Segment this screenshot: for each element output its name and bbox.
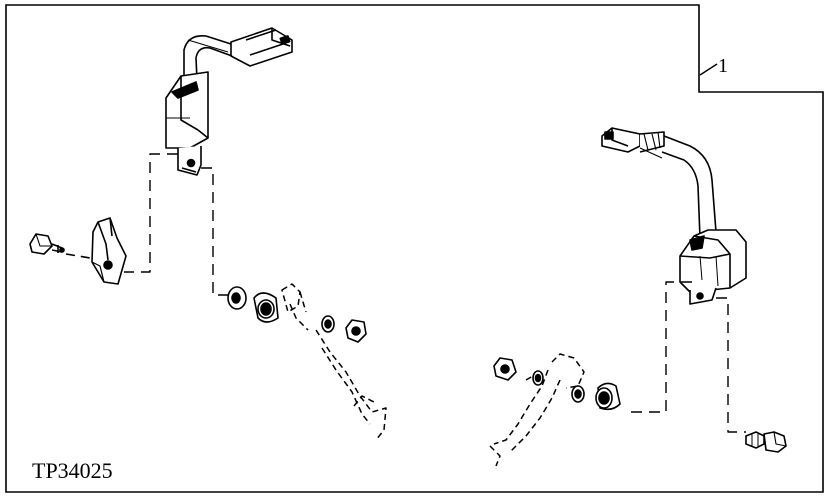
left-retractor-mount-tab bbox=[177, 146, 202, 176]
right-belt-buckle bbox=[601, 127, 665, 153]
right-spacer-bushing bbox=[595, 382, 621, 411]
left-belt-retractor bbox=[165, 71, 209, 149]
left-seat-belt-assembly bbox=[29, 27, 387, 441]
right-spacer-washer bbox=[571, 385, 585, 403]
left-anchor-bolt bbox=[29, 233, 91, 259]
right-lock-nut bbox=[493, 357, 544, 386]
left-anchor-bracket bbox=[91, 217, 127, 285]
right-assembly-alignment-lines bbox=[626, 281, 746, 433]
callout-number: 1 bbox=[718, 55, 728, 77]
right-belt-webbing bbox=[639, 135, 717, 239]
figure-id-label: TP34025 bbox=[32, 458, 113, 483]
kit-outline-frame bbox=[5, 4, 824, 493]
left-spacer-washer bbox=[227, 286, 247, 310]
left-spacer-bushing bbox=[253, 292, 279, 323]
right-belt-retractor bbox=[679, 229, 747, 293]
left-seat-frame-phantom bbox=[281, 283, 387, 441]
callout-leader-line bbox=[699, 63, 718, 76]
left-belt-latch bbox=[230, 27, 293, 67]
left-belt-webbing bbox=[183, 34, 233, 81]
right-anchor-bolt bbox=[745, 431, 787, 453]
right-retractor-mount-tab bbox=[689, 287, 717, 305]
right-seat-belt-assembly bbox=[489, 127, 787, 467]
left-assembly-alignment-lines bbox=[124, 153, 228, 296]
left-lock-nut bbox=[321, 315, 367, 343]
